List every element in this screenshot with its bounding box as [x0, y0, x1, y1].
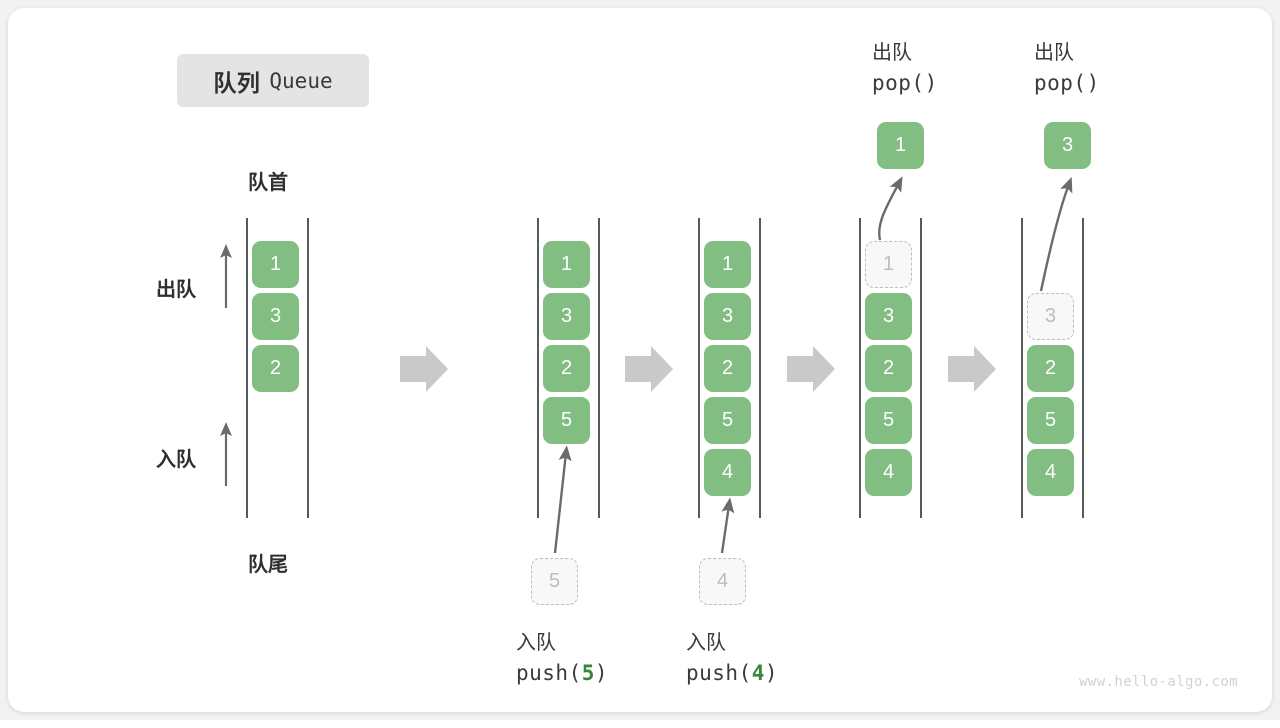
- operation-label-cn: 出队: [1034, 42, 1074, 64]
- queue-cell: 5: [704, 397, 751, 444]
- operation-label-code: pop(): [872, 71, 938, 95]
- op-code-close: ): [594, 661, 609, 685]
- queue-rail-left-5: [1021, 218, 1023, 518]
- enqueue-direction-label: 入队: [156, 449, 196, 471]
- queue-rail-right-5: [1082, 218, 1084, 518]
- watermark: www.hello-algo.com: [1079, 674, 1238, 690]
- operation-label-code: push(4): [686, 658, 778, 688]
- queue-cell: 3: [865, 293, 912, 340]
- operation-label-cn: 入队: [686, 632, 726, 654]
- pop-3-arrow: [1039, 176, 1073, 292]
- queue-cell-new: 4: [704, 449, 751, 496]
- queue-cell: 2: [252, 345, 299, 392]
- operation-label-code: pop(): [1034, 71, 1100, 95]
- operation-label-pop-1: 出队 pop(): [872, 38, 938, 98]
- queue-tail-label: 队尾: [248, 554, 288, 576]
- diagram-title-chip: 队列 Queue: [177, 54, 369, 107]
- op-code-open: push(: [686, 661, 752, 685]
- operation-label-push-5: 入队 push(5): [516, 628, 608, 688]
- queue-rail-left-1: [246, 218, 248, 518]
- operation-label-pop-3: 出队 pop(): [1034, 38, 1100, 98]
- ghost-cell: 1: [865, 241, 912, 288]
- op-code-arg: 4: [751, 661, 765, 685]
- push-5-arrow: [553, 445, 572, 554]
- popped-cell: 1: [877, 122, 924, 169]
- arrow-layer: [220, 176, 1073, 554]
- diagram-card: 队列 Queue 队首 队尾 出队 入队 1 3 2 1 3 2 5 5 入队 …: [8, 8, 1272, 712]
- operation-label-cn: 入队: [516, 632, 556, 654]
- ghost-cell: 4: [699, 558, 746, 605]
- queue-rail-right-2: [598, 218, 600, 518]
- queue-rail-right-1: [307, 218, 309, 518]
- queue-head-label: 队首: [248, 172, 288, 194]
- dequeue-direction-label: 出队: [156, 279, 196, 301]
- queue-rail-right-4: [920, 218, 922, 518]
- ghost-cell: 5: [531, 558, 578, 605]
- step-arrow: [787, 346, 835, 392]
- step-arrow: [400, 346, 448, 392]
- popped-cell: 3: [1044, 122, 1091, 169]
- operation-label-push-4: 入队 push(4): [686, 628, 778, 688]
- queue-rail-left-2: [537, 218, 539, 518]
- queue-cell: 2: [865, 345, 912, 392]
- queue-cell-new: 5: [543, 397, 590, 444]
- ghost-cell: 3: [1027, 293, 1074, 340]
- push-4-arrow: [720, 497, 735, 554]
- title-english: Queue: [269, 68, 333, 93]
- queue-cell: 5: [865, 397, 912, 444]
- op-code-open: push(: [516, 661, 582, 685]
- queue-cell: 3: [704, 293, 751, 340]
- step-arrow: [948, 346, 996, 392]
- queue-cell: 3: [543, 293, 590, 340]
- operation-label-code: push(5): [516, 658, 608, 688]
- queue-cell: 4: [1027, 449, 1074, 496]
- op-code-close: ): [764, 661, 779, 685]
- pop-1-arrow: [878, 176, 903, 241]
- queue-rail-left-3: [698, 218, 700, 518]
- queue-cell: 2: [543, 345, 590, 392]
- queue-rail-right-3: [759, 218, 761, 518]
- queue-cell: 2: [1027, 345, 1074, 392]
- op-code-arg: 5: [581, 661, 595, 685]
- operation-label-cn: 出队: [872, 42, 912, 64]
- queue-cell: 1: [252, 241, 299, 288]
- queue-cell: 1: [704, 241, 751, 288]
- queue-cell: 3: [252, 293, 299, 340]
- queue-cell: 1: [543, 241, 590, 288]
- queue-rail-left-4: [859, 218, 861, 518]
- queue-cell: 5: [1027, 397, 1074, 444]
- queue-cell: 2: [704, 345, 751, 392]
- step-arrow: [625, 346, 673, 392]
- queue-cell: 4: [865, 449, 912, 496]
- title-chinese: 队列: [213, 69, 261, 96]
